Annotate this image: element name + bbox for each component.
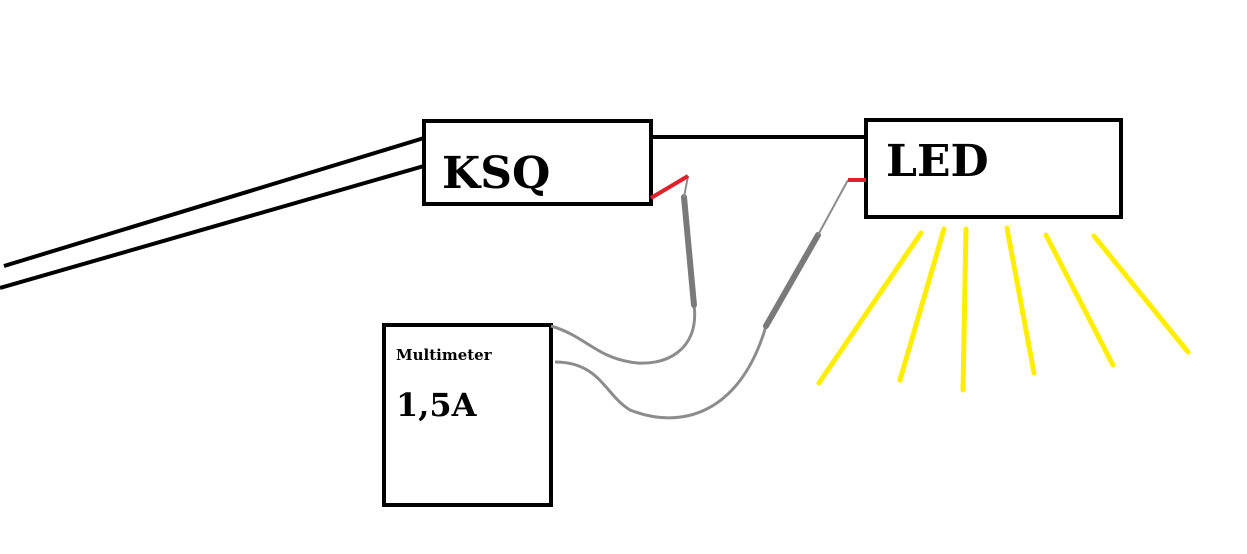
probe-body <box>763 232 821 329</box>
ksq-driver-box: KSQ <box>422 119 653 206</box>
probe-lead <box>554 325 768 420</box>
light-ray <box>897 226 947 383</box>
supply-cable <box>0 136 425 290</box>
light-ray <box>1043 232 1116 368</box>
light-ray <box>816 230 924 386</box>
light-ray <box>1004 225 1037 376</box>
probe-lead <box>550 304 697 365</box>
ksq-box-outline <box>422 119 653 206</box>
light-ray <box>960 226 969 393</box>
multimeter: Multimeter 1,5A <box>382 323 553 507</box>
probe-connector <box>817 179 849 236</box>
probe-body <box>681 194 697 308</box>
supply-wire-top <box>3 136 425 268</box>
led-box-outline <box>864 118 1123 219</box>
led-label: LED <box>886 136 989 187</box>
light-rays <box>816 225 1191 393</box>
light-ray <box>1091 233 1191 355</box>
probe-led-side <box>554 178 866 420</box>
multimeter-box-outline <box>382 323 553 507</box>
probe-connector <box>683 175 689 198</box>
supply-wire-bottom <box>0 164 425 290</box>
ksq-label: KSQ <box>442 148 550 199</box>
probe-ksq-side <box>550 174 697 365</box>
probe-tip <box>649 174 690 200</box>
multimeter-reading: 1,5A <box>396 386 478 424</box>
multimeter-title: Multimeter <box>396 346 493 364</box>
led-box: LED <box>864 118 1123 219</box>
